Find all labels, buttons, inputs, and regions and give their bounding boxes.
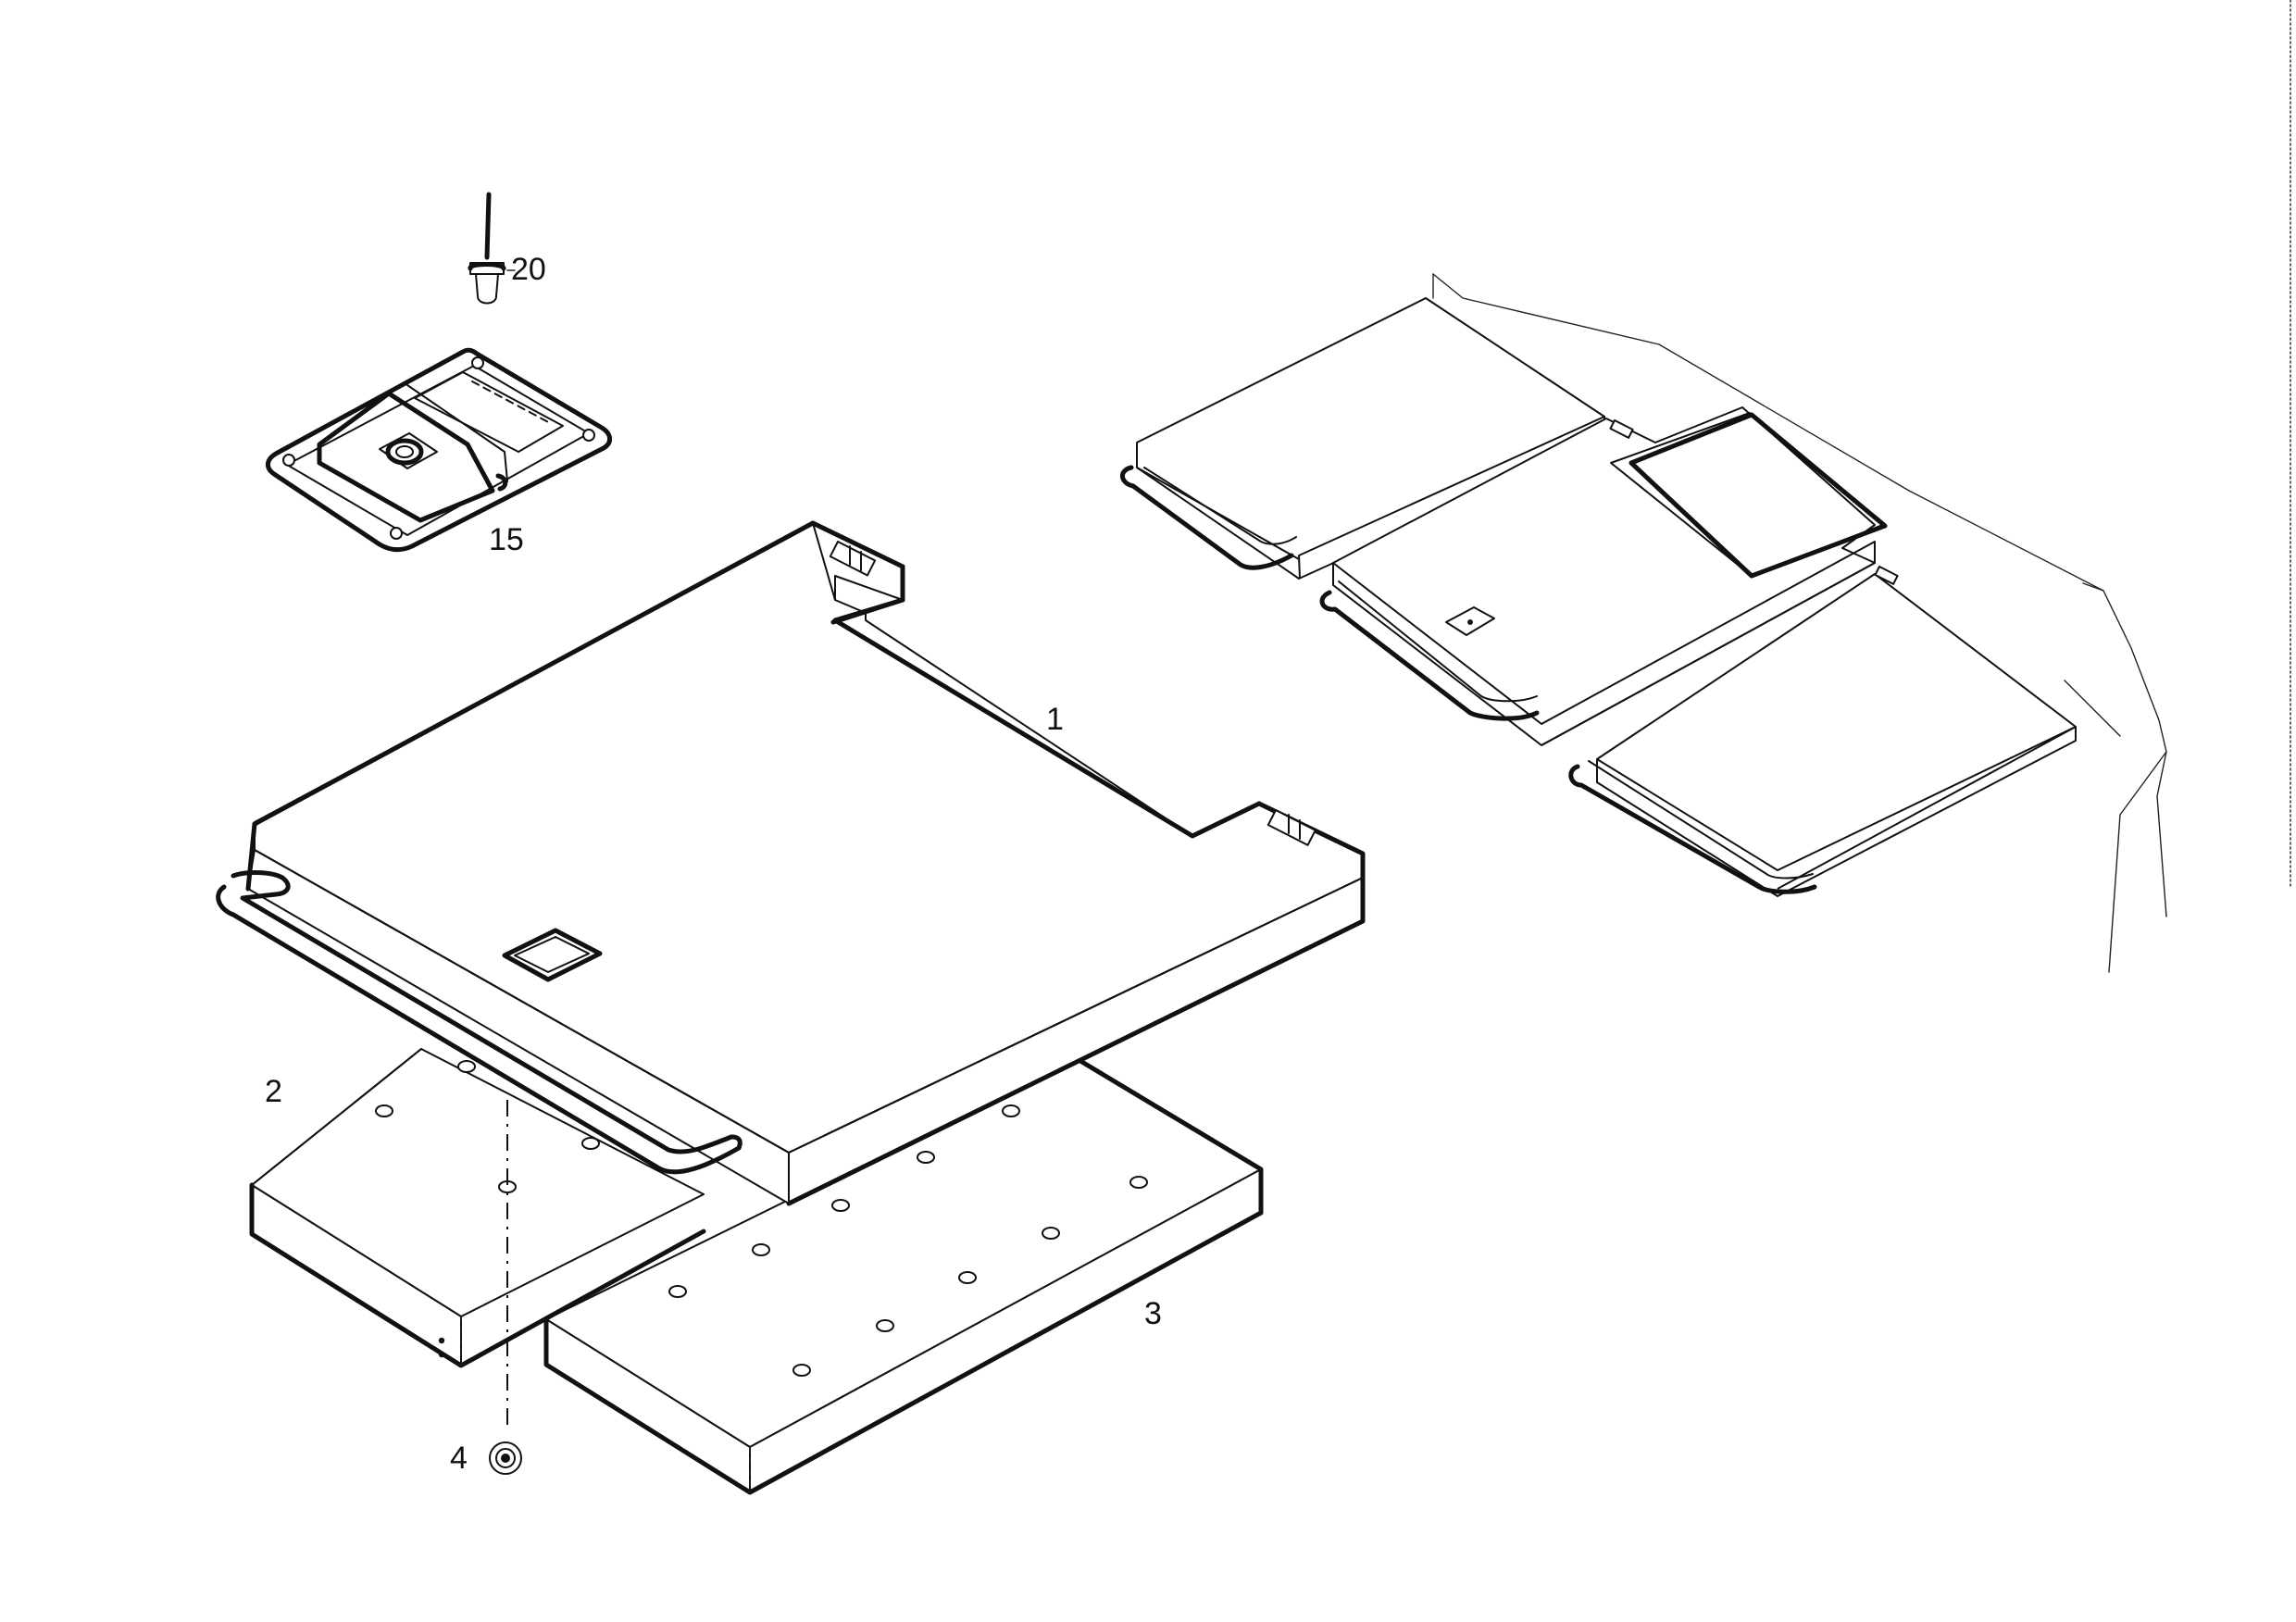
foam-pad-large	[543, 1055, 1264, 1495]
callout-part-20: 20	[511, 252, 546, 287]
callout-part-15: 15	[489, 522, 524, 557]
foam-pad-small	[249, 1048, 706, 1368]
callout-part-2: 2	[265, 1074, 282, 1109]
seat-lid	[216, 520, 1366, 1206]
foam-holes	[668, 1104, 1148, 1377]
latch-plate	[266, 347, 612, 553]
installed-view	[1120, 273, 2167, 973]
callout-part-3: 3	[1144, 1296, 1162, 1331]
callout-part-1: 1	[1046, 702, 1064, 737]
callout-part-4: 4	[450, 1441, 468, 1476]
hinge-right	[1256, 801, 1366, 880]
hinge-left	[810, 520, 905, 625]
rivet	[468, 192, 506, 305]
lid-handle	[216, 870, 742, 1175]
fastener-axis	[438, 1100, 522, 1475]
